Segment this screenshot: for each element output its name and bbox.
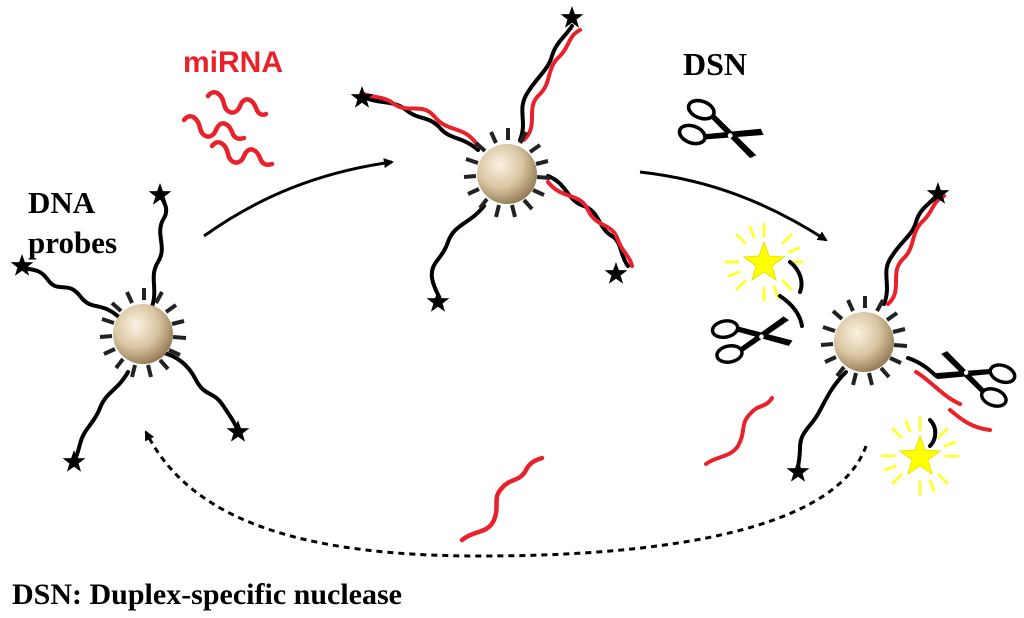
nanoparticle-icon [477,144,537,204]
dna-probe-strands [20,192,240,464]
arrow-recycling [144,430,868,558]
scissors-icon [675,95,770,168]
cleaved-strands [704,194,992,472]
nanoparticle-icon [834,312,894,372]
arrow-hybridization [203,158,394,238]
dna-probes-label-line1: DNA [28,185,96,220]
nanoparticle-icon [113,304,173,364]
nanoparticle-bristles [99,288,187,378]
scissors-icon [709,308,797,366]
nanoparticle-bristles [820,296,908,386]
arrow-dsn-cleavage [639,170,828,242]
released-mirna-strand [459,455,545,543]
dna-probes-label: DNA probes [28,183,117,263]
footer-caption: DSN: Duplex-specific nuclease [12,578,402,611]
nanoparticle-duplexes-middle [350,6,634,312]
nanoparticle-probes-left [10,183,250,472]
dsn-label: DSN [683,46,748,82]
nanoparticle-bristles [463,128,551,218]
scissors-icon [928,342,1019,412]
dna-probes-label-line2: probes [28,225,118,260]
nanoparticle-cleaved-right [704,182,1019,496]
mirna-label: miRNA [183,46,284,79]
mirna-strands [181,90,275,167]
duplex-strands [362,24,634,302]
